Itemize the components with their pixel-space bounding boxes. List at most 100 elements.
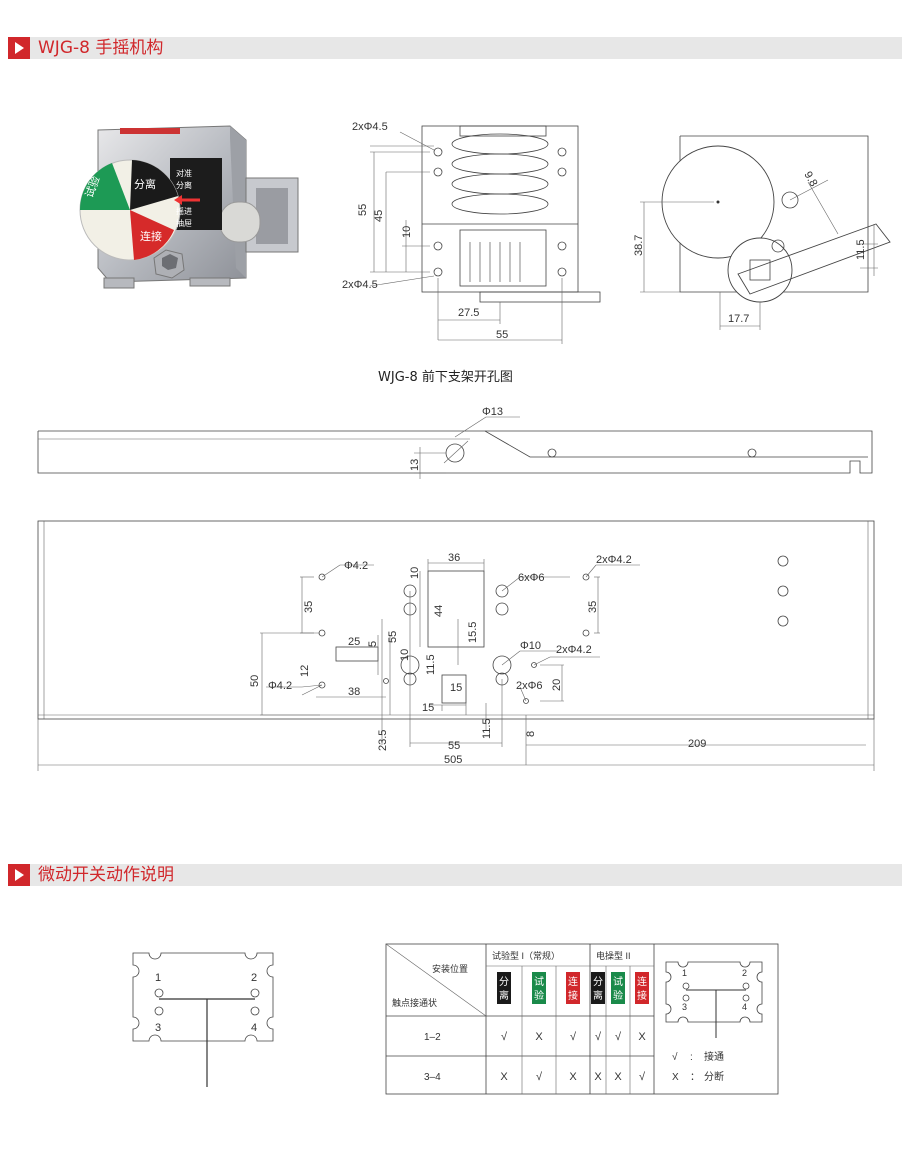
panel-dim-1: 35 [303, 601, 315, 613]
panel-dim-13: 6xΦ6 [518, 572, 545, 584]
arrow-icon [8, 37, 30, 59]
column-label-char: 分 [593, 976, 603, 988]
table-cell: X [638, 1031, 646, 1043]
dim-height-55: 55 [357, 204, 369, 216]
dim-11-5: 11.5 [855, 239, 867, 260]
panel-dim-18: 2xΦ6 [516, 680, 543, 692]
panel-dim-28: 209 [688, 738, 706, 750]
panel-dim-4: Φ4.2 [268, 680, 292, 692]
legend-symbol-off: X [672, 1072, 679, 1083]
legend-sep-off: ： [690, 1072, 700, 1083]
panel-dim-5: 38 [348, 686, 360, 698]
front-view-drawing: 2xΦ4.5 2xΦ4.5 55 45 10 27.5 55 [342, 121, 601, 344]
plate-label-align: 对准 [176, 168, 192, 178]
column-label-char: 验 [613, 989, 623, 1002]
row-label-1-2: 1–2 [424, 1032, 441, 1043]
plate-label-drawer: 抽屉 [176, 218, 192, 228]
column-badge [635, 972, 649, 1004]
panel-dim-25: 8 [525, 731, 537, 737]
column-label-char: 连 [568, 975, 578, 988]
panel-dim-6: 25 [348, 636, 360, 648]
panel-dim-21: 15 [450, 682, 462, 694]
section-header-mechanism: WJG-8 手摇机构 [8, 37, 902, 59]
contact-1: 1 [682, 968, 687, 978]
contact-table: 安装位置 触点接通状 试验型 I（常规） 电操型 II 分离试验连接分离试验连接… [385, 943, 779, 1095]
panel-dim-26: 23.5 [377, 730, 389, 751]
legend-text-off: 分断 [704, 1070, 724, 1083]
column-badge [497, 972, 511, 1004]
arrow-icon [8, 864, 30, 886]
panel-dim-23: 11.5 [481, 718, 493, 739]
section-title: 微动开关动作说明 [38, 865, 174, 885]
wheel-label-separate: 分离 [134, 177, 156, 191]
panel-dim-3: 12 [299, 665, 311, 677]
table-cell: X [569, 1071, 577, 1083]
panel-dim-20: 11.5 [425, 654, 437, 675]
table-cell: X [535, 1031, 543, 1043]
panel-dim-11: 44 [433, 605, 445, 617]
column-label-char: 接 [568, 989, 578, 1002]
panel-dim-24: 10 [399, 649, 411, 661]
contact-4: 4 [742, 1002, 747, 1012]
section-header-switch: 微动开关动作说明 [8, 864, 902, 886]
dim-hole-top: 2xΦ4.5 [352, 121, 388, 133]
column-label-char: 验 [534, 989, 544, 1002]
dim-hole-bottom: 2xΦ4.5 [342, 279, 378, 291]
drawing-caption: WJG-8 前下支架开孔图 [378, 370, 513, 385]
contact-2: 2 [742, 968, 747, 978]
product-photo: 试验 分离 连接 对准 分离 摇进 抽屉 [79, 125, 299, 289]
table-cell: √ [570, 1031, 577, 1043]
table-cell: √ [536, 1071, 543, 1083]
side-view-drawing: 38.7 9.8 11.5 17.7 [633, 135, 891, 330]
contact-4: 4 [251, 1022, 257, 1034]
switch-diagram-left: 1 2 3 4 [132, 952, 274, 1087]
column-badge [591, 972, 605, 1004]
table-cell: √ [639, 1071, 646, 1083]
panel-dim-19: 20 [551, 679, 563, 691]
legend-sep-on: : [690, 1052, 693, 1063]
panel-dim-16: Φ10 [520, 640, 541, 652]
row-label-3-4: 3–4 [424, 1072, 441, 1083]
dim-height-10: 10 [401, 226, 413, 238]
panel-dim-8: 55 [387, 631, 399, 643]
switch-diagram-right: 1 2 3 4 √ : 接通 X ： 分断 [665, 961, 763, 1083]
panel-dim-27: 55 [448, 740, 460, 752]
rail-dim-hole: Φ13 [482, 406, 503, 418]
table-cell: X [500, 1071, 508, 1083]
column-badge [532, 972, 546, 1004]
corner-label-top: 安装位置 [432, 963, 468, 974]
panel-dim-17: 2xΦ4.2 [556, 644, 592, 656]
contact-3: 3 [155, 1022, 161, 1034]
dim-38-7: 38.7 [633, 235, 645, 256]
contact-2: 2 [251, 972, 257, 984]
group-label-2: 电操型 II [596, 950, 631, 961]
column-label-char: 连 [637, 975, 647, 988]
panel-dim-10: 36 [448, 552, 460, 564]
panel-dim-14: 2xΦ4.2 [596, 554, 632, 566]
rail-drawing: Φ13 13 [37, 406, 873, 479]
dim-width-27-5: 27.5 [458, 307, 479, 319]
panel-dim-9: 10 [409, 567, 421, 579]
dim-height-45: 45 [373, 210, 385, 222]
column-label-char: 离 [593, 989, 603, 1002]
wheel-label-connect: 连接 [140, 230, 162, 243]
dim-17-7: 17.7 [728, 313, 749, 325]
panel-dim-0: Φ4.2 [344, 560, 368, 572]
rail-dim-13: 13 [409, 459, 421, 471]
table-cell: X [594, 1071, 602, 1083]
panel-dim-29: 505 [444, 754, 462, 766]
plate-label-rack-in: 摇进 [176, 206, 192, 216]
legend-text-on: 接通 [704, 1050, 724, 1063]
panel-dim-7: 5 [367, 641, 379, 647]
column-badge [611, 972, 625, 1004]
table-cell: √ [595, 1031, 602, 1043]
column-label-char: 离 [499, 989, 509, 1002]
column-label-char: 试 [534, 975, 544, 988]
table-cell: √ [501, 1031, 508, 1043]
legend-symbol-on: √ [672, 1051, 678, 1063]
table-cell: √ [615, 1031, 622, 1043]
panel-dim-2: 50 [249, 675, 261, 687]
section-title: WJG-8 手摇机构 [38, 38, 164, 58]
panel-dim-15: 35 [587, 601, 599, 613]
corner-label-bottom: 触点接通状 [392, 997, 437, 1008]
